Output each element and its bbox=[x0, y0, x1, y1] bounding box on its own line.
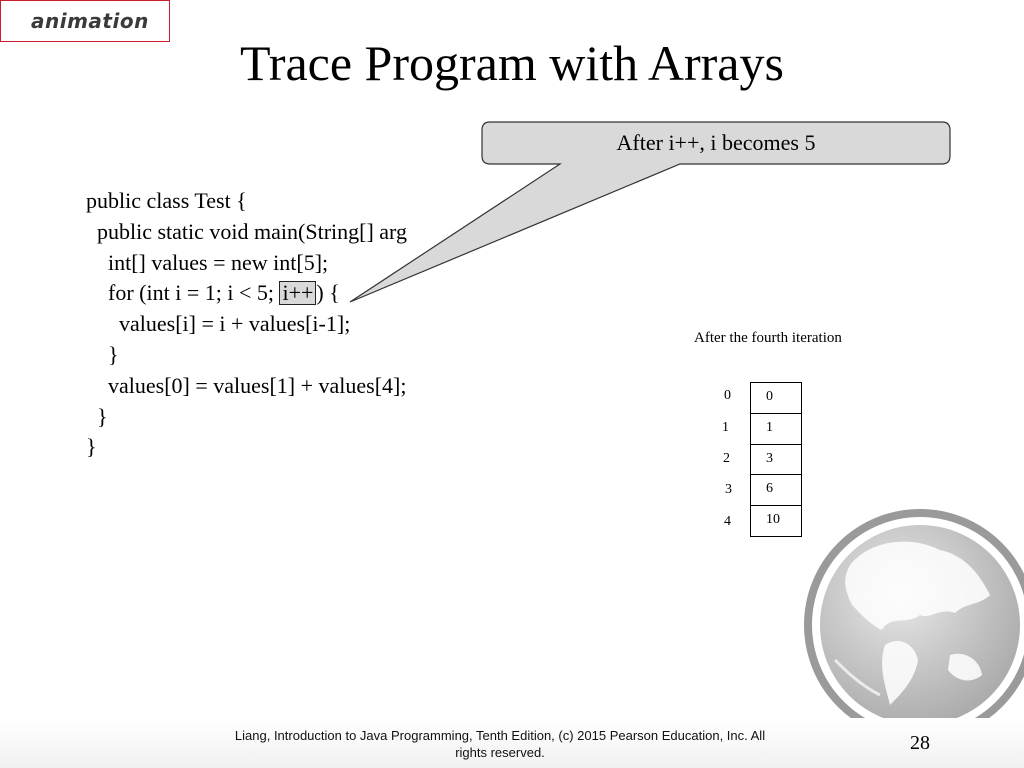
array-index: 3 bbox=[725, 482, 732, 497]
animation-label: animation bbox=[31, 9, 149, 33]
code-text: ) { bbox=[316, 280, 340, 306]
array-index: 1 bbox=[722, 420, 729, 435]
code-line-for-loop: for (int i = 1; i < 5; i++) { bbox=[86, 278, 407, 309]
code-line: public class Test { bbox=[86, 188, 247, 213]
array-index: 2 bbox=[723, 451, 730, 466]
code-text: for (int i = 1; i < 5; bbox=[86, 280, 280, 306]
array-cell: 10 bbox=[751, 506, 801, 537]
copyright-footer: Liang, Introduction to Java Programming,… bbox=[200, 727, 800, 761]
code-line: } bbox=[86, 341, 119, 367]
code-block: public class Test { public static void m… bbox=[86, 186, 407, 463]
callout-text: After i++, i becomes 5 bbox=[616, 130, 816, 155]
array-table: 0 1 3 6 10 bbox=[750, 382, 802, 537]
footer-line: Liang, Introduction to Java Programming,… bbox=[234, 728, 766, 743]
globe-logo-icon bbox=[804, 509, 1024, 729]
code-line: public static void main(String[] arg bbox=[86, 218, 407, 244]
highlighted-increment: i++ bbox=[279, 281, 317, 306]
code-line: } bbox=[86, 434, 97, 460]
footer-band bbox=[0, 718, 1024, 768]
code-line: values[i] = i + values[i-1]; bbox=[86, 311, 351, 337]
footer-line: rights reserved. bbox=[455, 745, 545, 760]
page-number: 28 bbox=[910, 732, 930, 754]
array-cell: 1 bbox=[751, 414, 801, 445]
array-index: 0 bbox=[724, 388, 731, 403]
array-cell: 0 bbox=[751, 383, 801, 414]
array-cell: 3 bbox=[751, 445, 801, 476]
animation-tag: animation bbox=[0, 0, 170, 42]
code-line: int[] values = new int[5]; bbox=[86, 249, 329, 275]
slide-title: Trace Program with Arrays bbox=[240, 35, 784, 91]
code-line: values[0] = values[1] + values[4]; bbox=[86, 372, 407, 398]
array-index: 4 bbox=[724, 514, 731, 529]
iteration-caption: After the fourth iteration bbox=[694, 330, 842, 346]
array-cell: 6 bbox=[751, 475, 801, 507]
code-line: } bbox=[86, 403, 108, 429]
